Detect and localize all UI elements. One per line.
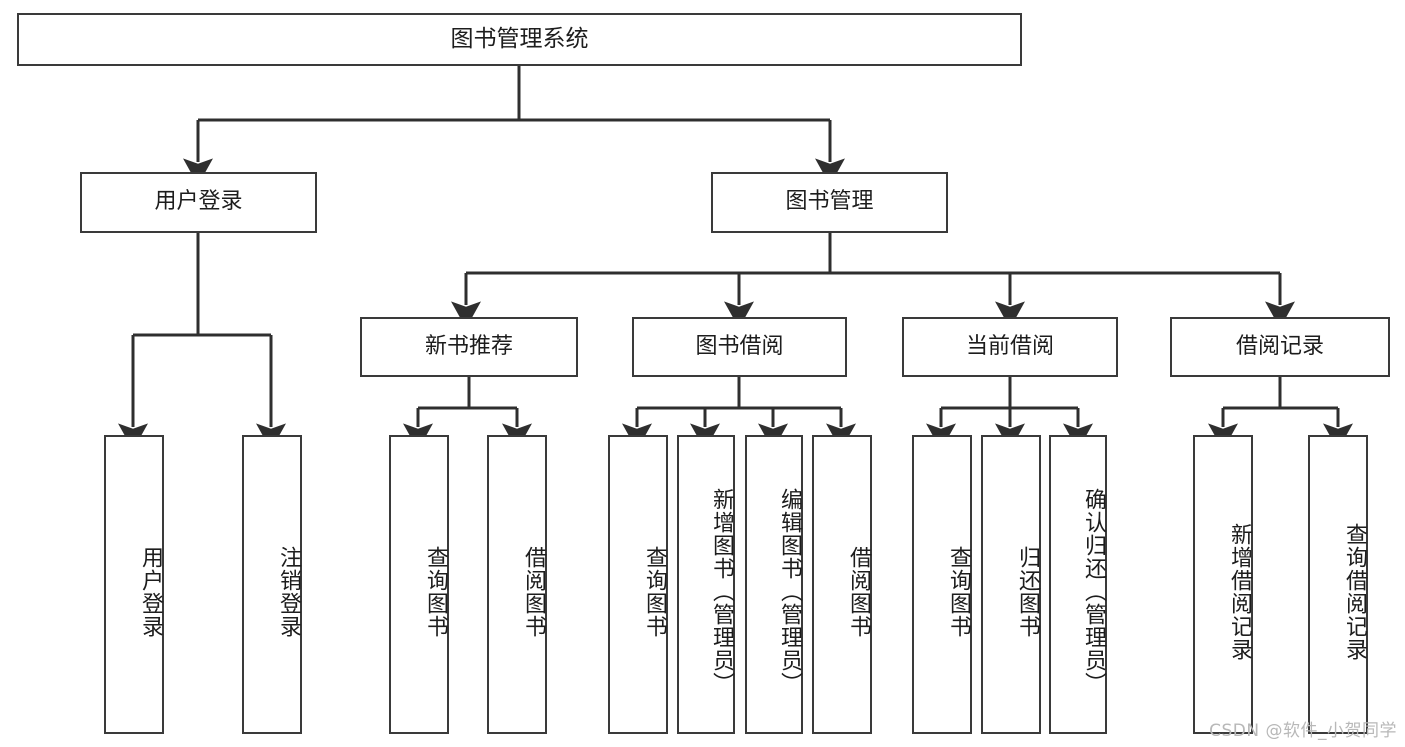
leaf-edit-book[interactable]: 编辑图书（管理员）	[745, 435, 803, 734]
node-label: 新增图书（管理员）	[709, 488, 734, 695]
node-label: 查询图书	[946, 545, 971, 638]
node-label: 用户登录	[154, 189, 243, 215]
node-label: 注销登录	[276, 545, 301, 638]
node-book-manage[interactable]: 图书管理	[711, 172, 948, 233]
leaf-add-record[interactable]: 新增借阅记录	[1193, 435, 1253, 734]
leaf-query-book-2[interactable]: 查询图书	[608, 435, 668, 734]
leaf-add-book[interactable]: 新增图书（管理员）	[677, 435, 735, 734]
node-label: 借阅图书	[846, 545, 871, 638]
node-label: 新增借阅记录	[1227, 522, 1252, 661]
node-label: 图书管理	[785, 189, 874, 215]
node-label: 用户登录	[138, 545, 163, 638]
leaf-query-book-3[interactable]: 查询图书	[912, 435, 972, 734]
node-label: 查询图书	[423, 545, 448, 638]
node-label: 借阅图书	[521, 545, 546, 638]
node-label: 查询图书	[642, 545, 667, 638]
node-label: 图书管理系统	[450, 25, 589, 52]
leaf-confirm-return[interactable]: 确认归还（管理员）	[1049, 435, 1107, 734]
node-current-borrow[interactable]: 当前借阅	[902, 317, 1118, 377]
leaf-user-login[interactable]: 用户登录	[104, 435, 164, 734]
node-label: 归还图书	[1015, 545, 1040, 638]
leaf-borrow-book-2[interactable]: 借阅图书	[812, 435, 872, 734]
leaf-query-book-1[interactable]: 查询图书	[389, 435, 449, 734]
node-label: 编辑图书（管理员）	[777, 488, 802, 695]
leaf-logout[interactable]: 注销登录	[242, 435, 302, 734]
node-book-borrow[interactable]: 图书借阅	[632, 317, 847, 377]
node-label: 新书推荐	[424, 333, 513, 359]
node-user-login[interactable]: 用户登录	[80, 172, 317, 233]
node-borrow-record[interactable]: 借阅记录	[1170, 317, 1390, 377]
node-label: 确认归还（管理员）	[1081, 488, 1106, 695]
leaf-borrow-book-1[interactable]: 借阅图书	[487, 435, 547, 734]
leaf-return-book[interactable]: 归还图书	[981, 435, 1041, 734]
node-label: 当前借阅	[965, 333, 1054, 359]
node-label: 借阅记录	[1235, 333, 1324, 359]
leaf-query-record[interactable]: 查询借阅记录	[1308, 435, 1368, 734]
node-label: 图书借阅	[695, 333, 784, 359]
node-label: 查询借阅记录	[1342, 522, 1367, 661]
node-new-book-rec[interactable]: 新书推荐	[360, 317, 578, 377]
node-root-system[interactable]: 图书管理系统	[17, 13, 1022, 66]
